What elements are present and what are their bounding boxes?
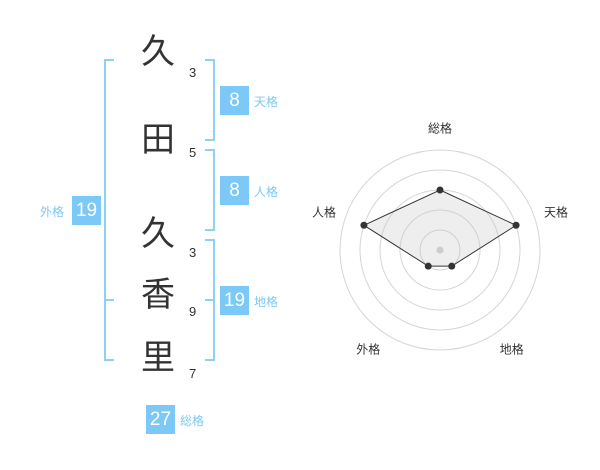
jinkaku-bracket — [205, 149, 215, 231]
radar-ring — [359, 169, 521, 331]
radar-axis-label: 地格 — [499, 342, 524, 357]
stroke-count: 3 — [189, 245, 197, 260]
name-char: 里 — [141, 338, 175, 378]
radar-ring — [419, 229, 461, 271]
soukaku-label: 総格 — [180, 414, 205, 428]
radar-point — [448, 262, 456, 270]
radar-area — [362, 189, 518, 267]
tenkaku-label: 天格 — [254, 95, 279, 109]
tenkaku-bracket — [205, 59, 215, 141]
gaikaku-tick — [104, 299, 114, 301]
stroke-count: 5 — [189, 145, 197, 160]
radar-axis-label: 天格 — [544, 205, 569, 220]
gaikaku-label: 外格 — [40, 205, 65, 219]
soukaku-value: 27 — [146, 405, 175, 434]
name-char: 田 — [141, 120, 175, 160]
radar-axis-label: 外格 — [356, 342, 381, 357]
name-char: 香 — [141, 275, 175, 315]
radar-axis-label: 総格 — [427, 121, 453, 136]
name-char: 久 — [141, 32, 175, 72]
gaikaku-value: 19 — [72, 196, 101, 225]
jinkaku-value: 8 — [220, 176, 249, 205]
stroke-count: 3 — [189, 65, 197, 80]
chikaku-label: 地格 — [254, 295, 279, 309]
radar-point — [424, 262, 432, 270]
radar-ring — [339, 149, 541, 351]
stroke-count: 7 — [189, 366, 197, 381]
jinkaku-label: 人格 — [254, 185, 279, 199]
radar-point — [360, 221, 368, 229]
radar-point — [436, 186, 444, 194]
radar-ring — [399, 209, 481, 291]
radar-center — [436, 246, 444, 254]
radar-point — [512, 221, 520, 229]
chikaku-value: 19 — [220, 286, 249, 315]
radar-axis-label: 人格 — [311, 205, 336, 220]
name-char: 久 — [141, 214, 175, 254]
stroke-count: 9 — [189, 304, 197, 319]
gaikaku-bracket — [104, 59, 114, 361]
tenkaku-value: 8 — [220, 86, 249, 115]
chikaku-tick — [205, 299, 215, 301]
